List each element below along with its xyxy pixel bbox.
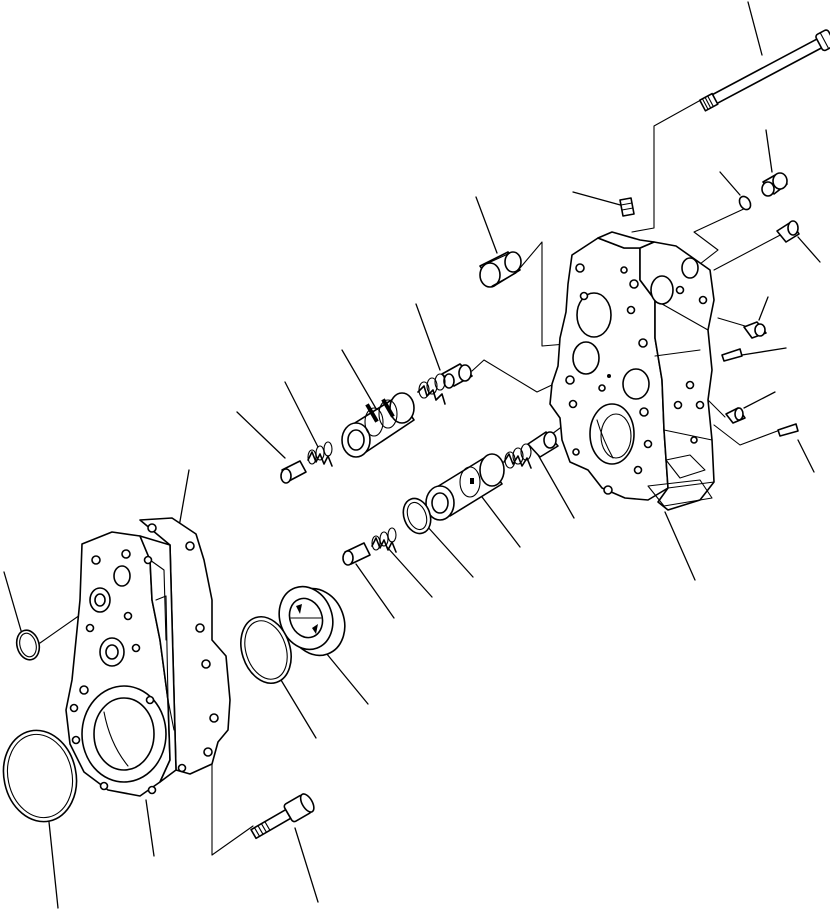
assembly-line-pin-lower bbox=[713, 424, 781, 446]
upper-stopper-icon bbox=[280, 460, 307, 484]
leader-plug-mid-right bbox=[743, 391, 776, 409]
leader-small-plug-right bbox=[765, 129, 773, 173]
long-bolt-icon bbox=[698, 29, 830, 112]
o-ring-mid-inner bbox=[406, 501, 428, 531]
pin-upper-icon bbox=[721, 348, 743, 362]
leader-upper-stopper bbox=[236, 411, 286, 459]
mounting-bolt-icon bbox=[250, 793, 315, 840]
leader-lower-spool bbox=[481, 496, 521, 548]
leader-upper-spool bbox=[341, 349, 379, 413]
leader-upper-poppet bbox=[415, 303, 441, 371]
assembly-line-bolt-right bbox=[713, 231, 787, 271]
leader-o-ring-mid bbox=[425, 524, 474, 578]
assembly-line-o-ring bbox=[693, 206, 749, 265]
leader-o-ring-bottom bbox=[48, 821, 59, 909]
upper-spring-icon bbox=[417, 373, 446, 405]
o-ring-small-icon bbox=[738, 195, 752, 211]
plug-mid-right-icon bbox=[725, 407, 746, 424]
elbow-fitting-icon bbox=[619, 197, 635, 217]
leader-gasket bbox=[178, 469, 190, 528]
leader-o-ring-large bbox=[280, 679, 317, 739]
lower-stopper-icon bbox=[342, 542, 371, 566]
lower-poppet-icon bbox=[527, 431, 559, 458]
upper-spring-left-icon bbox=[307, 441, 333, 467]
leader-lower-spring bbox=[386, 546, 433, 598]
leader-o-ring-small bbox=[719, 171, 741, 196]
leader-lines bbox=[3, 1, 821, 909]
upper-poppet-icon bbox=[441, 363, 473, 389]
leader-plug-lower-right bbox=[758, 296, 769, 321]
leader-valve-body-right bbox=[664, 511, 696, 581]
leader-plug bbox=[475, 196, 498, 254]
bearing-icon bbox=[278, 585, 346, 657]
lower-spring-right-icon bbox=[503, 443, 532, 469]
valve-body-right-icon bbox=[549, 231, 715, 511]
leader-bolt-short-right bbox=[797, 236, 821, 263]
leader-elbow-fitting bbox=[572, 191, 625, 207]
assembly-line-long-bolt bbox=[631, 95, 709, 233]
o-ring-bottom-large-inner bbox=[6, 733, 74, 819]
pump-case-left-icon bbox=[65, 531, 177, 797]
o-ring-large-icon bbox=[240, 616, 292, 684]
assembly-line-plug-lower bbox=[717, 317, 746, 327]
leader-o-ring-left bbox=[3, 571, 23, 635]
leader-lower-stopper bbox=[355, 563, 395, 619]
leader-lower-poppet bbox=[536, 452, 575, 519]
o-ring-large-inner bbox=[244, 620, 288, 680]
lower-spring-icon bbox=[371, 527, 397, 553]
assembly-line-mounting-bolt bbox=[211, 759, 254, 856]
small-plug-right-icon bbox=[761, 172, 788, 197]
leader-pin-lower bbox=[797, 439, 815, 473]
assembly-line-plug-mid bbox=[707, 399, 726, 418]
pin-lower-icon bbox=[777, 423, 799, 437]
leader-mounting-bolt bbox=[294, 827, 319, 903]
leader-pump-case bbox=[145, 799, 155, 857]
piston-plug-icon bbox=[479, 251, 522, 288]
o-ring-mid-icon bbox=[402, 497, 432, 535]
bolt-short-right-icon bbox=[776, 220, 800, 243]
leader-pin-upper bbox=[741, 347, 787, 356]
lower-valve-spool-icon bbox=[425, 453, 505, 521]
leader-upper-spring bbox=[284, 381, 319, 448]
o-ring-bottom-large-icon bbox=[2, 729, 78, 823]
gasket-icon bbox=[139, 517, 231, 775]
upper-valve-spool-icon bbox=[341, 392, 415, 458]
leader-long-bolt bbox=[747, 1, 763, 56]
plug-lower-right-icon bbox=[743, 321, 767, 339]
o-ring-left-inner bbox=[19, 632, 37, 658]
